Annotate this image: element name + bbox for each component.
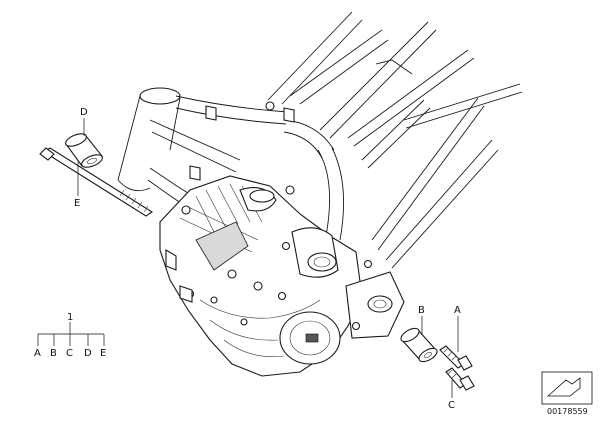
part-c-bolt [445, 367, 475, 391]
callout-a-label: A [454, 305, 461, 316]
rear-mount-area [205, 101, 405, 339]
part-d-spacer [65, 133, 103, 168]
callout-b-label: B [418, 305, 425, 316]
catalog-box [541, 371, 593, 405]
legend-item-d: D [84, 348, 92, 359]
engine-block [159, 165, 363, 377]
part-a-bolt [439, 345, 473, 371]
legend-item-a: A [34, 348, 41, 359]
catalog-number: 00178559 [547, 407, 588, 416]
part-b-spacer [400, 327, 438, 363]
callout-c-label: C [448, 400, 455, 411]
legend-group-number: 1 [67, 312, 73, 323]
legend-item-e: E [100, 348, 106, 359]
part-e-long-bolt [39, 147, 154, 217]
leader-lines [37, 118, 459, 398]
callout-e-label: E [74, 198, 80, 209]
legend-item-b: B [50, 348, 57, 359]
legend-item-c: C [66, 348, 73, 359]
callout-d-label: D [80, 107, 88, 118]
